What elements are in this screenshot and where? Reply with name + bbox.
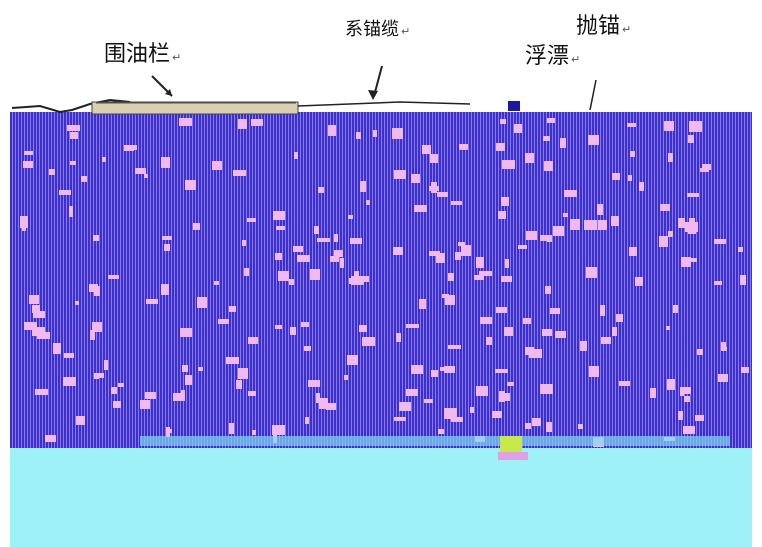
oil-boom — [91, 101, 299, 115]
label-mooring-rope: 系锚缆↵ — [345, 21, 410, 39]
boom-shoreline — [11, 98, 131, 114]
anchor-line — [589, 79, 597, 111]
mooring-rope — [297, 101, 471, 107]
seabed-edge — [140, 436, 730, 446]
label-anchor-text: 抛锚 — [576, 14, 621, 39]
return-mark: ↵ — [172, 51, 182, 64]
return-mark: ↵ — [571, 53, 581, 66]
label-mooring-text: 系锚缆 — [345, 19, 399, 40]
water-speckles — [20, 118, 749, 447]
water-body — [10, 112, 752, 454]
seabed — [10, 448, 752, 547]
return-mark: ↵ — [401, 25, 411, 38]
label-oil-boom: 围油栏↵ — [104, 44, 181, 66]
label-oil-boom-text: 围油栏 — [104, 42, 171, 67]
label-anchor: 抛锚↵ — [576, 16, 631, 38]
label-float: 浮漂↵ — [525, 46, 580, 68]
buoy — [508, 101, 520, 111]
anchor-block — [500, 436, 522, 452]
arrow-down-icon — [151, 75, 173, 97]
label-float-text: 浮漂 — [525, 44, 570, 69]
anchor-base — [498, 452, 528, 460]
arrow-down-icon — [368, 65, 383, 100]
return-mark: ↵ — [622, 23, 632, 36]
